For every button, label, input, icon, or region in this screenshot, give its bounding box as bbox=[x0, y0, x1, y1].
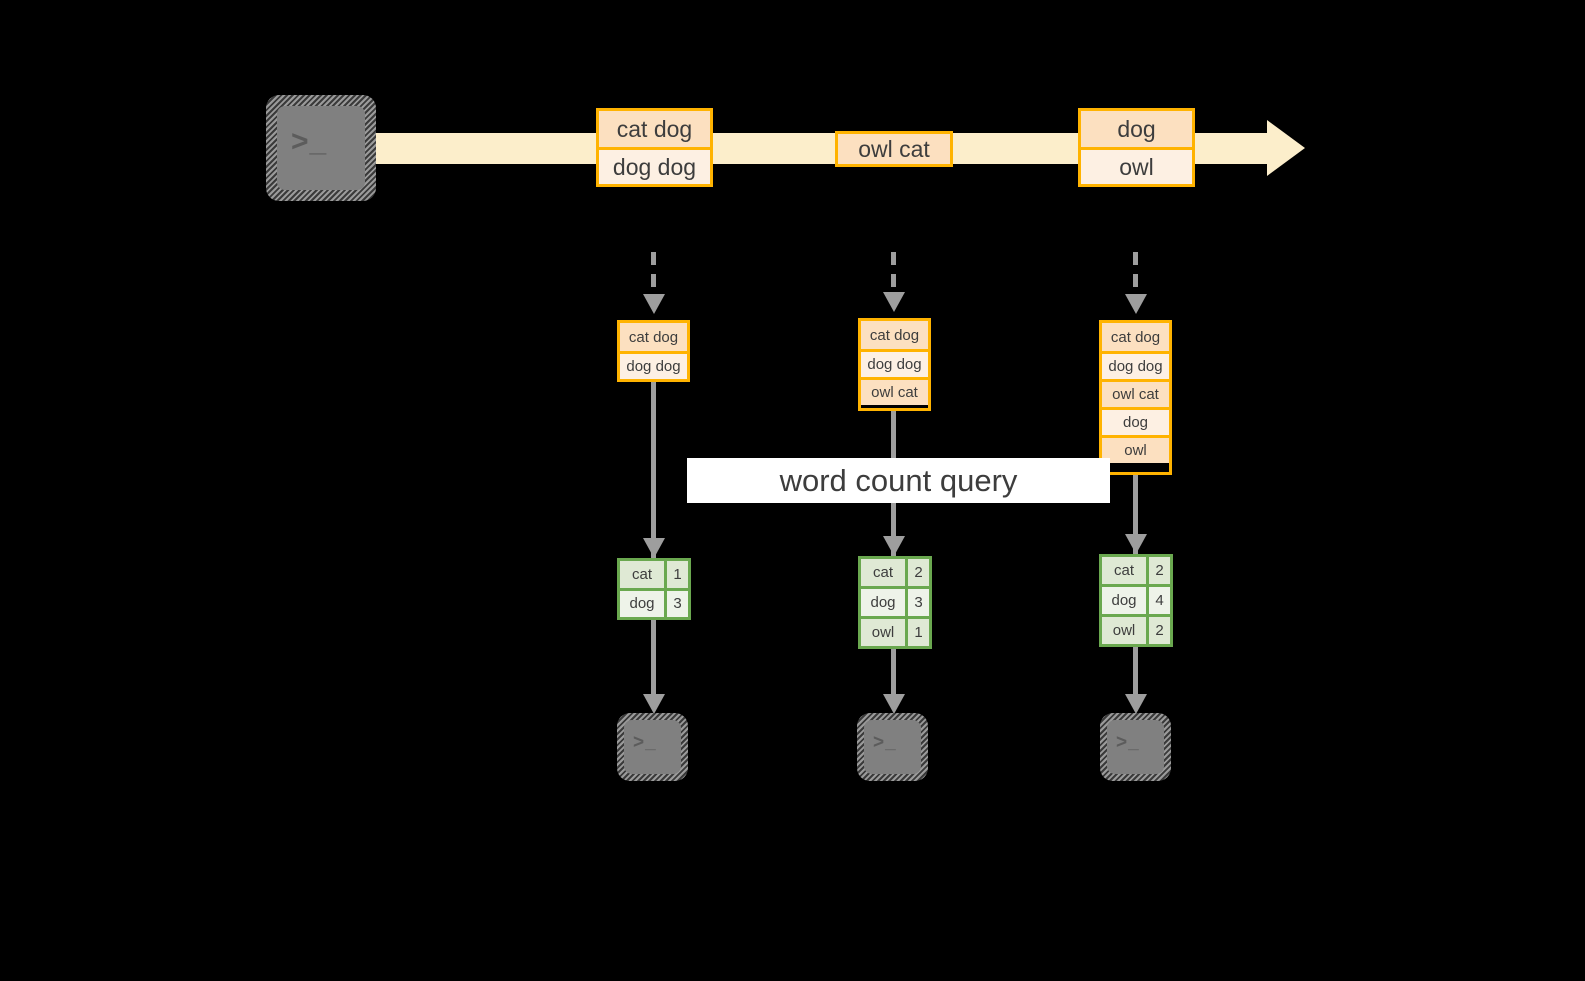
record-line: cat dog bbox=[620, 323, 687, 351]
snapshot-3-trigger-arrowhead bbox=[1125, 294, 1147, 314]
timeline-event-3: dog owl bbox=[1078, 108, 1195, 187]
record-line: owl cat bbox=[838, 134, 950, 164]
snapshot-1-query-line bbox=[651, 382, 656, 560]
snapshot-2-input-stack: cat dog dog dog owl cat bbox=[858, 318, 931, 411]
snapshot-3-query-arrowhead bbox=[1125, 534, 1147, 554]
table-row: dog 3 bbox=[861, 586, 929, 616]
record-line: owl cat bbox=[861, 377, 928, 405]
record-line: dog dog bbox=[620, 351, 687, 379]
snapshot-3-query-line bbox=[1133, 475, 1138, 556]
table-cell-word: cat bbox=[1102, 557, 1146, 584]
table-cell-word: cat bbox=[620, 561, 664, 588]
timeline-event-2: owl cat bbox=[835, 131, 953, 167]
snapshot-1-input-stack: cat dog dog dog bbox=[617, 320, 690, 382]
table-row: dog 4 bbox=[1102, 584, 1170, 614]
record-line: dog dog bbox=[599, 147, 710, 184]
snapshot-1-trigger-dashline bbox=[651, 252, 656, 296]
record-line: dog dog bbox=[1102, 351, 1169, 379]
table-cell-count: 4 bbox=[1146, 587, 1170, 614]
table-row: owl 1 bbox=[861, 616, 929, 646]
snapshot-2-sink-line bbox=[891, 649, 896, 698]
terminal-body bbox=[864, 720, 921, 774]
snapshot-2-query-arrowhead bbox=[883, 536, 905, 556]
table-cell-word: dog bbox=[620, 590, 664, 617]
table-row: dog 3 bbox=[620, 587, 688, 617]
record-line: dog bbox=[1081, 111, 1192, 147]
snapshot-2-sink-terminal[interactable]: >_ bbox=[857, 713, 928, 781]
terminal-prompt-glyph: >_ bbox=[633, 732, 657, 753]
table-cell-word: dog bbox=[1102, 587, 1146, 614]
snapshot-2-trigger-arrowhead bbox=[883, 292, 905, 312]
table-cell-count: 3 bbox=[664, 590, 688, 617]
record-line: owl cat bbox=[1102, 379, 1169, 407]
terminal-prompt-glyph: >_ bbox=[873, 732, 897, 753]
terminal-prompt-glyph: >_ bbox=[291, 125, 328, 158]
timeline-event-1: cat dog dog dog bbox=[596, 108, 713, 187]
snapshot-3-sink-terminal[interactable]: >_ bbox=[1100, 713, 1171, 781]
table-cell-count: 1 bbox=[905, 619, 929, 646]
table-cell-count: 2 bbox=[1146, 557, 1170, 584]
table-cell-word: cat bbox=[861, 559, 905, 586]
snapshot-3-trigger-dashline bbox=[1133, 252, 1138, 296]
snapshot-1-sink-terminal[interactable]: >_ bbox=[617, 713, 688, 781]
table-cell-count: 1 bbox=[664, 561, 688, 588]
record-line: cat dog bbox=[861, 321, 928, 349]
snapshot-1-query-arrowhead bbox=[643, 538, 665, 558]
table-cell-count: 2 bbox=[1146, 617, 1170, 644]
table-cell-count: 3 bbox=[905, 589, 929, 616]
table-row: cat 2 bbox=[861, 559, 929, 586]
query-banner: word count query bbox=[687, 458, 1110, 503]
terminal-body bbox=[277, 106, 365, 190]
snapshot-3-sink-arrowhead bbox=[1125, 694, 1147, 714]
snapshot-3-result-table: cat 2 dog 4 owl 2 bbox=[1099, 554, 1173, 647]
record-line: cat dog bbox=[1102, 323, 1169, 351]
table-row: cat 2 bbox=[1102, 557, 1170, 584]
snapshot-2-trigger-dashline bbox=[891, 252, 896, 294]
table-cell-word: owl bbox=[861, 619, 905, 646]
snapshot-3-sink-line bbox=[1133, 647, 1138, 698]
stream-timeline-arrowhead bbox=[1267, 120, 1305, 176]
snapshot-1-result-table: cat 1 dog 3 bbox=[617, 558, 691, 620]
snapshot-1-trigger-arrowhead bbox=[643, 294, 665, 314]
table-row: cat 1 bbox=[620, 561, 688, 588]
record-line: dog dog bbox=[861, 349, 928, 377]
terminal-body bbox=[624, 720, 681, 774]
snapshot-3-input-stack: cat dog dog dog owl cat dog owl bbox=[1099, 320, 1172, 475]
snapshot-1-sink-arrowhead bbox=[643, 694, 665, 714]
terminal-prompt-glyph: >_ bbox=[1116, 732, 1140, 753]
source-terminal[interactable]: >_ bbox=[266, 95, 376, 201]
table-cell-count: 2 bbox=[905, 559, 929, 586]
record-line: dog bbox=[1102, 407, 1169, 435]
record-line: cat dog bbox=[599, 111, 710, 147]
table-cell-word: dog bbox=[861, 589, 905, 616]
snapshot-1-sink-line bbox=[651, 620, 656, 698]
snapshot-2-result-table: cat 2 dog 3 owl 1 bbox=[858, 556, 932, 649]
snapshot-2-sink-arrowhead bbox=[883, 694, 905, 714]
record-line: owl bbox=[1081, 147, 1192, 184]
table-cell-word: owl bbox=[1102, 617, 1146, 644]
terminal-body bbox=[1107, 720, 1164, 774]
table-row: owl 2 bbox=[1102, 614, 1170, 644]
record-line: owl bbox=[1102, 435, 1169, 463]
